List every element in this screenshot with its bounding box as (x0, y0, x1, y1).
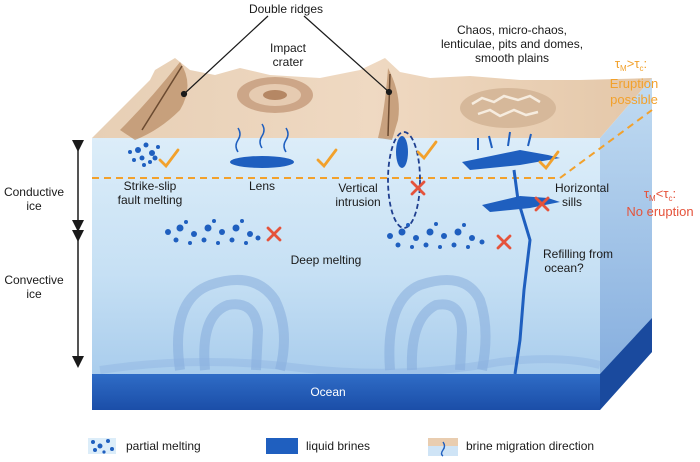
convection-plumes (99, 275, 601, 377)
ocean-side (600, 318, 652, 410)
label-chaos-2: lenticulae, pits and domes, (441, 37, 583, 51)
brine-migration-arrows (235, 123, 289, 153)
label-vertical-2: intrusion (335, 195, 380, 209)
label-eruption-possible-2: possible (610, 92, 658, 107)
horizontal-sill-upper (462, 150, 560, 170)
cross-icon (266, 226, 282, 242)
deep-melt-right (387, 222, 485, 249)
vertical-intrusion-outline (387, 131, 421, 229)
cross-icon (496, 234, 512, 250)
vertical-intrusion (396, 136, 408, 168)
cross-icon (410, 180, 426, 196)
label-no-eruption: No eruption (626, 204, 693, 219)
label-vertical-1: Vertical (338, 181, 377, 195)
label-deep-melting: Deep melting (291, 253, 362, 267)
labels: Double ridges Impact crater Chaos, micro… (4, 2, 694, 399)
label-impact-crater-1: Impact (270, 41, 307, 55)
check-icon (158, 148, 180, 169)
label-ocean: Ocean (310, 385, 345, 399)
formula-eruption: τM>τc: (615, 56, 647, 73)
status-marks (158, 140, 560, 250)
check-icon (416, 140, 438, 161)
legend-liquid-brines-swatch (266, 438, 298, 454)
legend-brine-migration-swatch (428, 438, 458, 457)
label-strike-slip-2: fault melting (118, 193, 183, 207)
leader-lines (180, 15, 393, 98)
plume-left (173, 275, 289, 372)
conductive-boundary-line (92, 109, 653, 179)
brine-features (128, 131, 560, 375)
label-conductive-1: Conductive (4, 185, 64, 199)
label-chaos-3: smooth plains (475, 51, 549, 65)
legend-brine-migration-label: brine migration direction (466, 439, 594, 453)
label-refilling-1: Refilling from (543, 247, 613, 261)
ice-side-face (600, 78, 652, 410)
ice-front-face (92, 138, 600, 410)
double-ridge-left (120, 62, 188, 140)
chaos-terrain (460, 88, 556, 128)
horizontal-sill-lower (482, 196, 560, 212)
label-convective-1: Convective (4, 273, 64, 287)
label-conductive-2: ice (26, 199, 42, 213)
label-chaos-1: Chaos, micro-chaos, (457, 23, 567, 37)
label-horizontal-1: Horizontal (555, 181, 609, 195)
label-impact-crater-2: crater (273, 55, 304, 69)
surface (92, 58, 652, 140)
label-double-ridges: Double ridges (249, 2, 323, 16)
ice-block (92, 78, 652, 410)
legend-partial-melting-swatch (88, 438, 116, 454)
formula-no-eruption: τM<τc: (644, 186, 676, 203)
label-horizontal-2: sills (562, 195, 582, 209)
legend: partial melting liquid brines brine migr… (88, 438, 594, 457)
plume-right (384, 275, 491, 371)
ocean-front (92, 374, 600, 410)
label-refilling-2: ocean? (544, 261, 584, 275)
deep-melt-left (165, 219, 261, 245)
cross-icon (534, 196, 550, 212)
strike-slip-melt (128, 142, 160, 167)
label-eruption-possible-1: Eruption (610, 76, 658, 91)
legend-partial-melting-label: partial melting (126, 439, 201, 453)
check-icon (538, 150, 560, 171)
label-strike-slip-1: Strike-slip (124, 179, 177, 193)
label-lens: Lens (249, 179, 275, 193)
impact-crater (237, 77, 313, 113)
check-icon (316, 148, 338, 169)
ocean-feeder-crack (512, 169, 532, 375)
brine-lens (230, 156, 294, 168)
ocean-layer (92, 318, 652, 410)
legend-liquid-brines-label: liquid brines (306, 439, 370, 453)
label-convective-2: ice (26, 287, 42, 301)
